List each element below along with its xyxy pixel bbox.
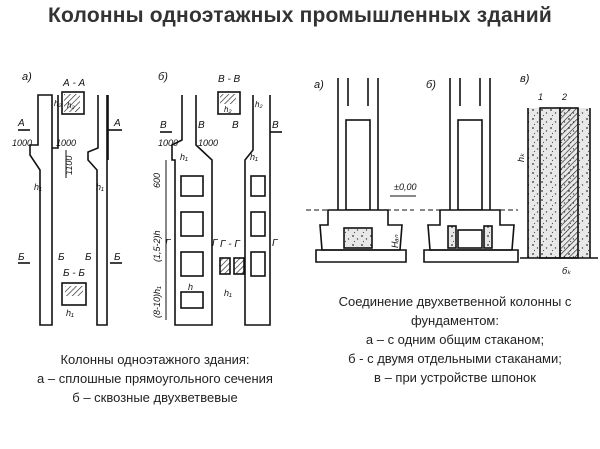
svg-text:2: 2 [561,92,567,102]
svg-text:1: 1 [538,92,543,102]
caption-left-item-b: б – сквозные двухветвевые [72,390,238,405]
caption-right-item-a: а – с одним общим стаканом; [365,332,545,347]
figure-b-two-branch-columns: б) В - В h₂ В В В В 1000 1000 h₂ h₁ h₁ 6… [152,71,282,326]
svg-text:±0,00: ±0,00 [394,182,416,192]
svg-text:(8-10)h₁: (8-10)h₁ [152,286,162,318]
svg-text:h₂: h₂ [67,101,75,110]
caption-right-line1: Соединение двухветвенной колонны с [338,294,572,309]
svg-text:1000: 1000 [56,138,76,148]
svg-text:А: А [17,118,25,129]
svg-text:В: В [272,120,279,131]
svg-text:Б: Б [58,252,65,263]
svg-text:h₁: h₁ [250,152,258,162]
svg-text:бₖ: бₖ [562,266,571,276]
svg-text:h₁: h₁ [66,308,74,318]
svg-text:h₁: h₁ [224,288,232,298]
caption-right: Соединение двухветвенной колонны с фунда… [312,292,598,387]
label-section-aa: А - А [62,78,86,89]
svg-text:1000: 1000 [12,138,32,148]
label-fig-c-b: б) [426,79,436,91]
svg-text:1000: 1000 [198,138,218,148]
caption-right-line2: фундаментом: [411,313,499,328]
caption-left: Колонны одноэтажного здания: а – сплошны… [10,350,300,407]
caption-right-item-c: в – при устройстве шпонок [374,370,536,385]
caption-left-item-a: а – сплошные прямоугольного сечения [37,371,273,386]
svg-text:А: А [113,118,121,129]
figure-a-solid-columns: а) А - А h₂ А А Б Б Б Б 1000 1000 1100 h… [12,71,122,326]
svg-text:h₁: h₁ [34,182,42,192]
svg-text:В: В [232,120,239,131]
svg-text:600: 600 [152,173,162,188]
slide-title: Колонны одноэтажных промышленных зданий [48,4,552,27]
label-fig-c-a: а) [314,79,324,91]
svg-text:h₁: h₁ [96,182,104,192]
svg-text:Б: Б [18,252,25,263]
svg-text:Г: Г [272,238,279,249]
svg-text:Г: Г [212,238,219,249]
svg-text:hₖ: hₖ [516,153,526,162]
figure-foundation-connections: а) б) в) ±0,00 Hₐₙ 1 2 h [306,73,598,276]
svg-text:Б: Б [85,252,92,263]
label-section-vv: В - В [218,74,241,85]
svg-text:Б: Б [114,252,121,263]
svg-text:h₁: h₁ [180,152,188,162]
svg-text:В: В [198,120,205,131]
svg-text:Г: Г [165,238,172,249]
svg-text:Hₐₙ: Hₐₙ [390,234,400,248]
label-fig-a: а) [22,71,32,83]
caption-right-item-b: б - с двумя отдельными стаканами; [348,351,562,366]
svg-text:Г - Г: Г - Г [220,239,241,250]
label-fig-c-c: в) [520,73,530,85]
svg-text:В: В [160,120,167,131]
svg-text:1000: 1000 [158,138,178,148]
svg-text:h: h [188,282,193,292]
svg-text:h₂: h₂ [54,99,62,108]
caption-left-heading: Колонны одноэтажного здания: [60,352,250,367]
svg-text:h₂: h₂ [224,105,232,114]
svg-text:h₂: h₂ [255,100,263,109]
label-fig-b: б) [158,71,168,83]
label-section-bb: Б - Б [63,268,85,279]
svg-text:(1,5-2)h: (1,5-2)h [152,230,162,262]
svg-text:1100: 1100 [64,156,74,175]
